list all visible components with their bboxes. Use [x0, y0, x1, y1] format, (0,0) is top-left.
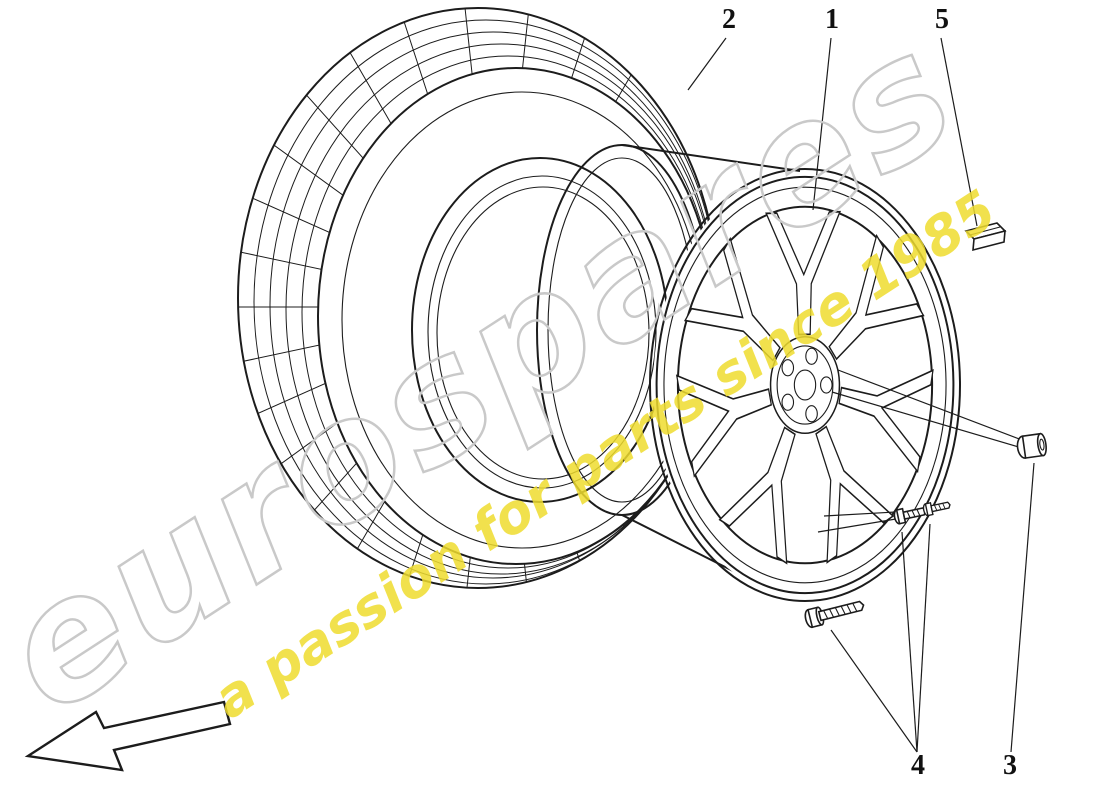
callout-4[interactable]: 4 [911, 750, 925, 781]
callout-2[interactable]: 2 [722, 4, 736, 35]
callout-1[interactable]: 1 [825, 4, 839, 35]
wheel-bolt [804, 600, 865, 629]
callout-3[interactable]: 3 [1003, 750, 1017, 781]
balance-weight [964, 222, 1007, 252]
wheel-hub [771, 337, 840, 434]
callout-5[interactable]: 5 [935, 4, 949, 35]
wheel-outer-lip [649, 168, 961, 602]
lug-holes [782, 348, 832, 422]
lug-nut [1016, 432, 1047, 459]
wheel-rim [653, 172, 957, 598]
leader-lines [687, 37, 1035, 753]
direction-arrow-icon [24, 700, 232, 772]
